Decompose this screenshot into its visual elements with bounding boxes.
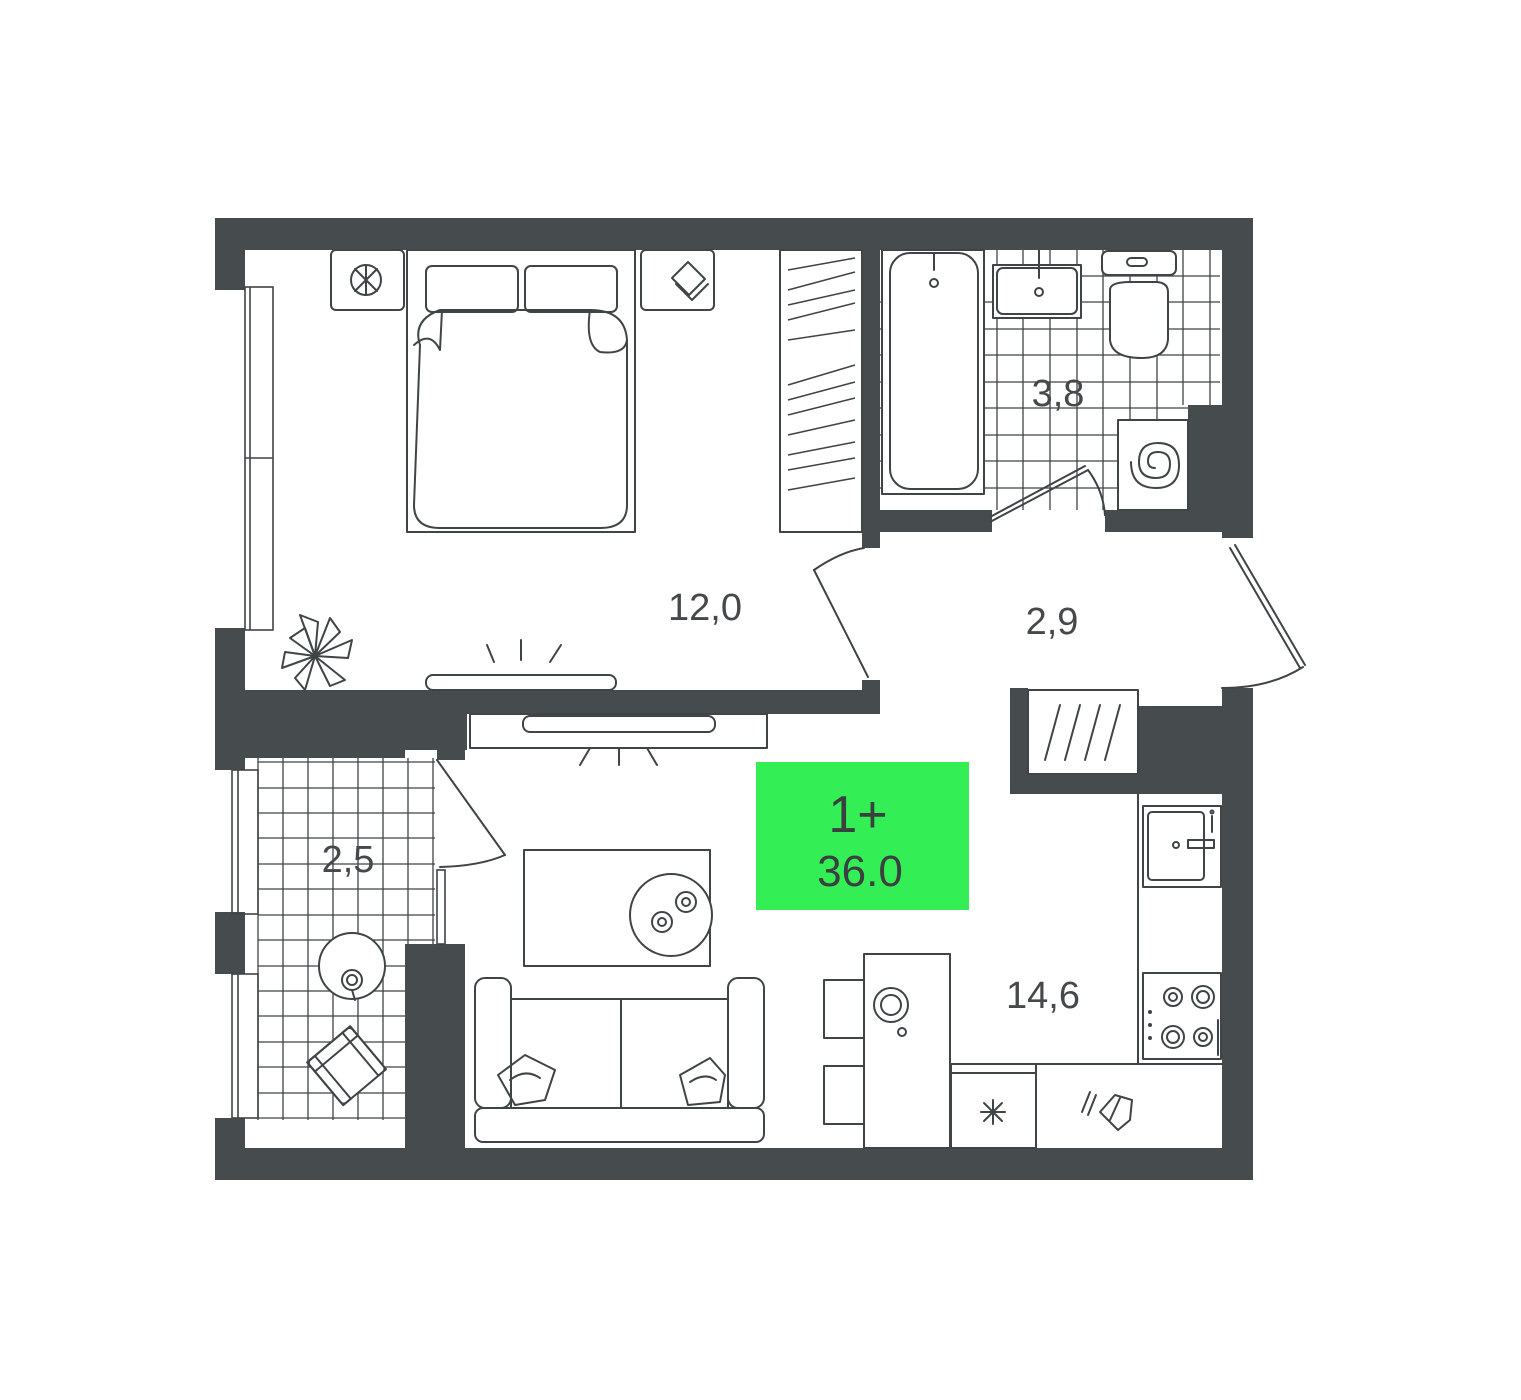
hallway-area: 2,9 (1026, 601, 1079, 643)
living-room (469, 713, 768, 1143)
windows (231, 286, 274, 1119)
area-labels: 12,0 3,8 2,9 2,5 14,6 (322, 373, 1085, 1017)
bathroom (880, 249, 1220, 523)
balcony-area: 2,5 (322, 839, 375, 881)
bedroom (281, 249, 869, 691)
badge-background (756, 762, 969, 910)
balcony (257, 758, 506, 1120)
apartment-badge: 1+ 36.0 (756, 762, 969, 910)
bedroom-area: 12,0 (668, 587, 742, 629)
room-count: 1+ (828, 786, 887, 844)
walls (215, 218, 1253, 1180)
kitchen (823, 793, 1223, 1149)
bathroom-area: 3,8 (1032, 373, 1085, 415)
living-kitchen-area: 14,6 (1006, 975, 1080, 1017)
total-area: 36.0 (817, 847, 903, 896)
hallway (1027, 544, 1306, 775)
